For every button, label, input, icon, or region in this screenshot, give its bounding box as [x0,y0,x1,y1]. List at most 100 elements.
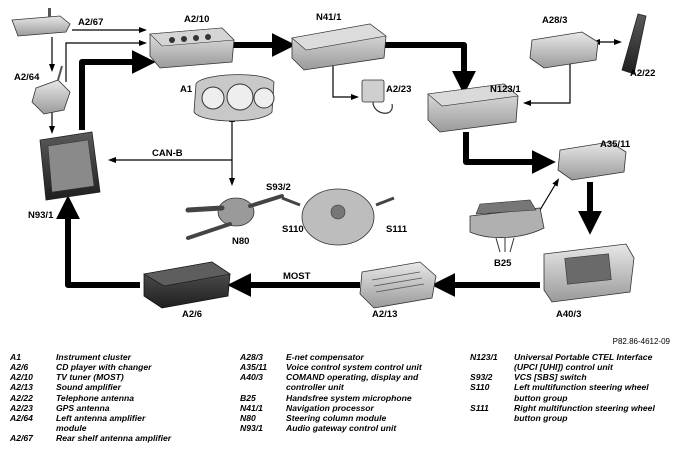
label-a35-11: A35/11 [600,139,631,150]
legend-item: A2/64 Left antenna amplifier module [10,413,175,433]
legend-item: A2/13 Sound amplifier [10,382,175,392]
line-n41-to-gps [332,65,359,100]
legend-item: A2/23 GPS antenna [10,403,175,413]
legend-desc: CD player with changer [56,362,152,373]
label-s111: S111 [386,224,408,235]
legend-column-3: N123/1 Universal Portable CTEL Interface … [470,352,675,423]
legend-code: S111 [470,402,489,413]
steering-wheel-component [281,188,395,246]
a2-22-component [621,13,647,75]
n93-1-component [39,131,101,201]
label-s110: S110 [282,224,304,235]
legend-desc: Handsfree system microphone [286,392,412,403]
label-b25: B25 [494,258,512,269]
b25-component [469,199,545,253]
label-a28-3: A28/3 [542,15,567,26]
legend-code: A2/10 [10,372,33,383]
legend-desc: Audio gateway control unit [286,422,397,433]
legend-item: S111 Right multifunction steering wheel b… [470,403,675,423]
legend-desc: GPS antenna [56,402,110,413]
label-s93-2: S93/2 [266,182,291,193]
diagram-labels: A2/67 A2/10 N41/1 A28/3 A2/64 A1 A2/23 A… [14,12,655,320]
legend-desc: Voice control system control unit [286,362,422,373]
legend-code: A40/3 [240,372,263,383]
legend-item: A1 Instrument cluster [10,352,175,362]
legend-item: A2/6 CD player with changer [10,362,175,372]
figure-code: P82.86-4612-09 [612,337,670,346]
label-most: MOST [283,271,311,282]
arrow-n123-to-a35 [463,132,556,174]
legend-desc: Left antenna amplifier module [56,412,146,433]
a35-11-component [557,141,627,181]
legend-item: S93/2 VCS [SBS] switch [470,372,675,382]
n41-1-component [291,23,387,71]
label-a2-13: A2/13 [372,309,397,320]
legend-code: N80 [240,412,256,423]
legend-code: A2/6 [10,362,29,373]
a1-component [193,74,275,122]
legend-code: S110 [470,382,490,393]
legend-item: N123/1 Universal Portable CTEL Interface … [470,352,675,372]
line-b25-to-a35 [539,178,560,211]
label-a40-3: A40/3 [556,309,581,320]
legend-code: A2/23 [10,402,33,413]
legend-desc: Telephone antenna [56,392,134,403]
legend-item: N93/1 Audio gateway control unit [240,423,450,433]
legend-item: A2/22 Telephone antenna [10,393,175,403]
arrow-a2-6-to-n93 [56,195,140,288]
label-a2-23: A2/23 [386,84,411,95]
label-n123-1: N123/1 [490,84,521,95]
arrow-n41-to-n123 [385,42,476,95]
legend-code: A2/22 [10,392,33,403]
legend-code: A28/3 [240,352,263,362]
legend-desc: Left multifunction steering wheel button… [514,382,649,403]
legend-code: A2/13 [10,382,33,393]
legend-item: A40/3 COMAND operating, display and contr… [240,372,450,392]
a28-3-component [529,31,599,69]
most-ring [56,33,602,297]
legend-desc: Rear shelf antenna amplifier [56,433,172,444]
line-a28-to-n123 [523,63,571,106]
legend-desc: Steering column module [286,412,387,423]
legend-desc: Instrument cluster [56,352,131,362]
label-a2-6: A2/6 [182,309,202,320]
legend-code: S93/2 [470,372,493,383]
legend-code: N123/1 [470,352,498,362]
legend-code: N93/1 [240,422,263,433]
legend-code: A2/67 [10,433,33,444]
legend-desc: Sound amplifier [56,382,121,393]
legend-code: N41/1 [240,402,263,413]
legend-desc: Universal Portable CTEL Interface (UPCI … [514,352,653,373]
legend-desc: Right multifunction steering wheel butto… [514,402,655,423]
legend-desc: COMAND operating, display and controller… [286,372,419,393]
legend-code: B25 [240,392,256,403]
legend-code: A2/64 [10,412,33,423]
a2-13-component [359,261,437,309]
legend-code: A1 [10,352,21,362]
legend-desc: VCS [SBS] switch [514,372,587,383]
label-a2-22: A2/22 [630,68,655,79]
legend-desc: TV tuner (MOST) [56,372,124,383]
label-a1: A1 [180,84,193,95]
label-a2-67: A2/67 [78,17,103,28]
n123-1-component [427,83,519,133]
legend-item: A35/11 Voice control system control unit [240,362,450,372]
legend-item: N80 Steering column module [240,413,450,423]
line-a2-64-to-a2-10 [65,40,147,82]
legend-item: A2/67 Rear shelf antenna amplifier [10,433,175,443]
a2-23-component [361,79,393,114]
legend-item: B25 Handsfree system microphone [240,393,450,403]
a2-6-component [143,261,231,309]
legend-item: S110 Left multifunction steering wheel bu… [470,382,675,402]
n80-component [185,194,284,240]
legend-item: A2/10 TV tuner (MOST) [10,372,175,382]
label-a2-10: A2/10 [184,14,209,25]
legend-code: A35/11 [240,362,268,373]
legend-column-1: A1 Instrument cluster A2/6 CD player with … [10,352,175,443]
label-a2-64: A2/64 [14,72,40,83]
